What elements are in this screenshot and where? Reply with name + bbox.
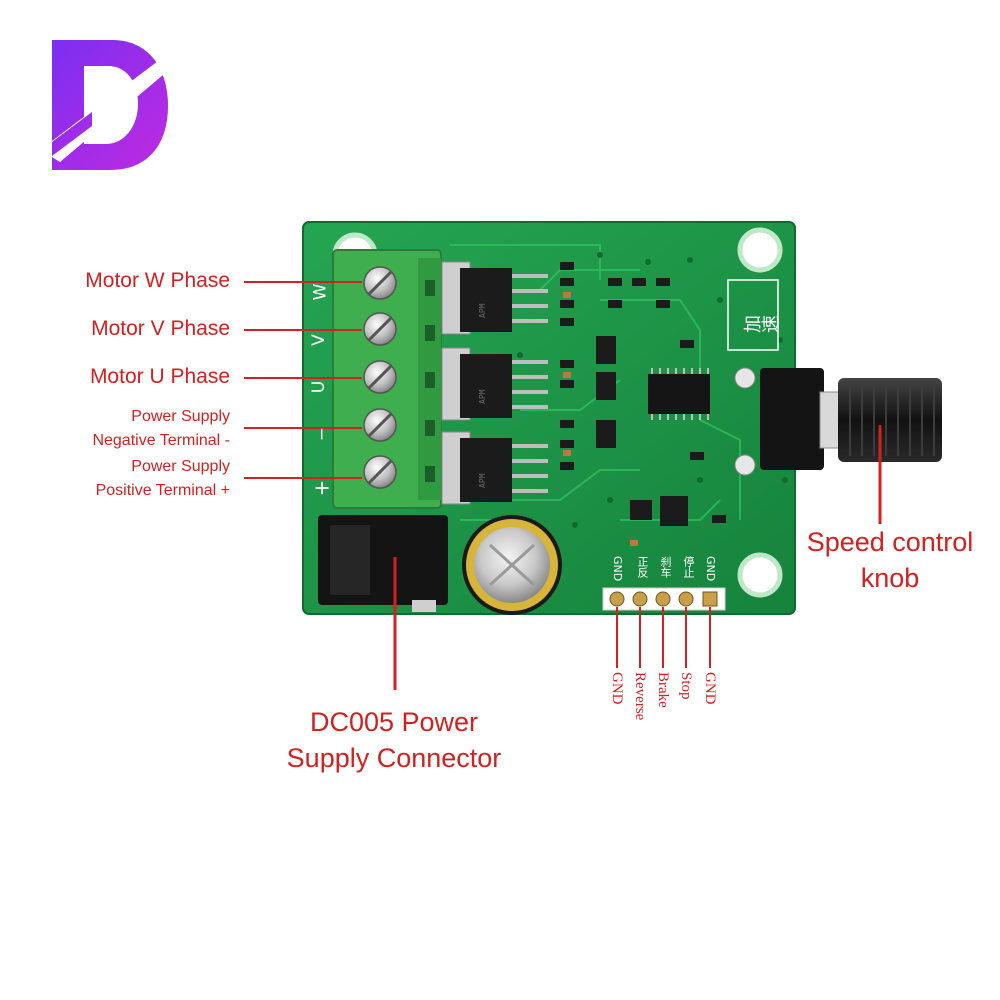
pin-label-stop: Stop xyxy=(678,672,694,700)
pin-label-reverse: Reverse xyxy=(632,672,648,721)
pin-label-gnd-2: GND xyxy=(702,672,718,705)
silk-terminal-plus: + xyxy=(309,479,334,497)
terminal-screw xyxy=(363,266,397,489)
silk-terminal-w: W xyxy=(310,283,331,301)
screw-terminal-block xyxy=(332,249,442,509)
label-power-supply-negative: Power Supply Negative Terminal - xyxy=(92,405,230,453)
silk-accel: 加速 xyxy=(743,315,779,336)
silk-pin-gnd-1: GND xyxy=(611,556,624,582)
callout-lines xyxy=(244,281,882,690)
silk-terminal-u: U xyxy=(309,380,330,394)
mosfet-marking-1: APM xyxy=(478,303,487,318)
label-power-supply-negative-line2: Negative Terminal - xyxy=(92,432,230,449)
pin-label-gnd-1: GND xyxy=(609,672,625,705)
control-pin-header xyxy=(602,587,726,611)
silk-pin-brake: 刹车 xyxy=(659,556,672,578)
silk-pin-reverse: 正反 xyxy=(636,556,649,578)
driver-ic xyxy=(648,368,710,420)
label-motor-v-phase: Motor V Phase xyxy=(91,317,230,340)
label-speed-control-line2: knob xyxy=(860,563,920,593)
brand-d-logo-icon xyxy=(40,40,176,170)
silk-pin-gnd-2: GND xyxy=(704,556,717,582)
silk-pin-stop: 停止 xyxy=(682,556,695,578)
mosfet-marking-2: APM xyxy=(478,389,487,404)
electrolytic-capacitor xyxy=(462,515,562,615)
label-dc005-line1: DC005 Power xyxy=(309,707,479,737)
label-power-supply-positive-line2: Positive Terminal + xyxy=(95,482,230,499)
mosfet-chip xyxy=(441,261,548,505)
label-motor-w-phase: Motor W Phase xyxy=(85,269,230,292)
silk-terminal-minus: − xyxy=(312,426,333,442)
label-power-supply-positive-line1: Power Supply xyxy=(131,458,230,475)
label-speed-control-knob: Speed control knob xyxy=(790,524,990,596)
label-speed-control-line1: Speed control xyxy=(806,527,974,557)
label-dc005-power-supply-connector: DC005 Power Supply Connector xyxy=(254,704,534,776)
dc005-jack xyxy=(318,515,448,612)
speed-control-knob xyxy=(734,367,942,476)
label-power-supply-positive: Power Supply Positive Terminal + xyxy=(96,455,230,503)
silk-terminal-v: V xyxy=(308,334,329,346)
label-dc005-line2: Supply Connector xyxy=(286,743,502,773)
pin-label-brake: Brake xyxy=(655,672,671,708)
smd-components xyxy=(560,262,726,546)
label-power-supply-negative-line1: Power Supply xyxy=(131,408,230,425)
label-motor-u-phase: Motor U Phase xyxy=(89,365,230,388)
mosfet-marking-3: APM xyxy=(478,473,487,488)
